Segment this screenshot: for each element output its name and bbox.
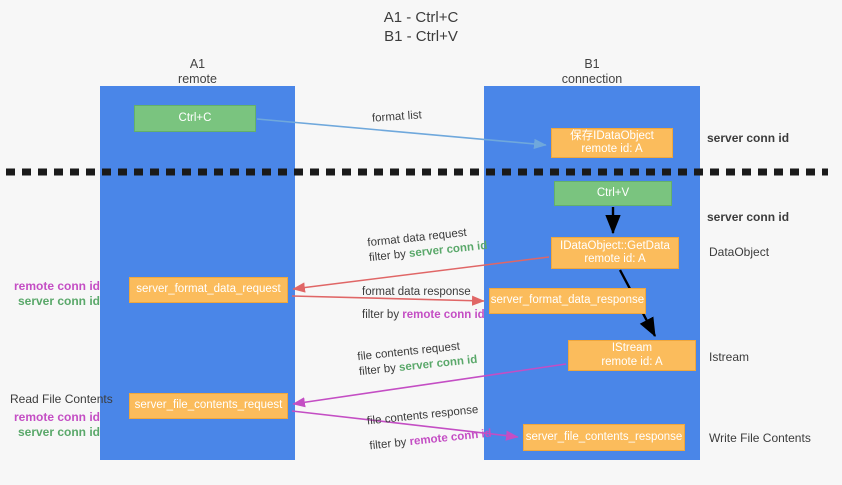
lane-header-a1: A1 remote — [100, 57, 295, 87]
caption-format-data-response: format data response filter by remote co… — [362, 285, 485, 323]
label-left-server-conn-id-1: server conn id — [17, 294, 100, 308]
label-right-server-conn-id-1: server conn id — [707, 131, 790, 145]
box-server-file-contents-request[interactable]: server_file_contents_request — [129, 393, 288, 419]
label-left-remote-conn-id-2: remote conn id — [13, 410, 100, 424]
box-istream-label: IStream — [611, 342, 653, 354]
filter-prefix: filter by — [368, 436, 411, 453]
box-idataobject-getdata-label: IDataObject::GetData — [560, 239, 670, 252]
lane-a1-sub: remote — [178, 72, 217, 86]
box-save-idataobject-label: 保存IDataObject — [570, 129, 654, 142]
box-server-format-data-response[interactable]: server_format_data_response — [489, 288, 646, 314]
label-left-remote-conn-id-1: remote conn id — [13, 279, 100, 293]
filter-remote-conn-id: remote conn id — [402, 309, 485, 321]
box-ctrl-v[interactable]: Ctrl+V — [554, 181, 672, 206]
page-title: A1 - Ctrl+C B1 - Ctrl+V — [0, 8, 842, 46]
caption-file-contents-response-filter: filter by remote conn id — [369, 427, 493, 455]
box-ctrl-c-label: Ctrl+C — [178, 111, 212, 124]
filter-prefix: filter by — [358, 361, 400, 379]
lane-b1-sub: connection — [561, 72, 623, 86]
label-left-server-conn-id-2: server conn id — [17, 425, 100, 439]
box-ctrl-c[interactable]: Ctrl+C — [134, 105, 256, 132]
box-save-idataobject-sublabel: remote id: A — [581, 143, 643, 155]
label-right-server-conn-id-2: server conn id — [707, 210, 790, 224]
lane-b1-name: B1 — [584, 57, 600, 71]
label-left-conn-ids-2: remote conn id server conn id — [10, 410, 100, 440]
box-save-idataobject[interactable]: 保存IDataObject remote id: A — [551, 128, 673, 158]
label-dataobject: DataObject — [709, 245, 770, 259]
box-server-format-data-request-label: server_format_data_request — [136, 283, 281, 296]
lane-a1-name: A1 — [189, 57, 206, 71]
box-idataobject-getdata-sublabel: remote id: A — [584, 253, 646, 265]
label-write-file-contents: Write File Contents — [709, 431, 811, 445]
caption-format-list: format list — [372, 108, 423, 126]
filter-remote-conn-id: remote conn id — [409, 427, 493, 449]
caption-format-data-request: format data request filter by server con… — [367, 224, 488, 266]
box-server-format-data-request[interactable]: server_format_data_request — [129, 277, 288, 303]
box-server-file-contents-request-label: server_file_contents_request — [134, 399, 283, 412]
caption-file-contents-response-line: file contents response — [366, 403, 479, 428]
filter-prefix: filter by — [368, 247, 410, 265]
caption-format-data-response-filter: filter by remote conn id — [362, 308, 485, 323]
filter-prefix: filter by — [362, 309, 403, 321]
caption-file-contents-response: file contents response filter by remote … — [366, 402, 492, 455]
title-line-2: B1 - Ctrl+V — [384, 28, 458, 45]
box-istream-sublabel: remote id: A — [601, 355, 663, 368]
box-idataobject-getdata[interactable]: IDataObject::GetData remote id: A — [551, 237, 679, 269]
lane-header-b1: B1 connection — [484, 57, 700, 87]
box-server-file-contents-response-label: server_file_contents_response — [525, 430, 683, 443]
label-istream: Istream — [709, 350, 750, 364]
label-left-conn-ids-1: remote conn id server conn id — [10, 279, 100, 309]
caption-format-list-line: format list — [371, 109, 423, 125]
label-read-file-contents: Read File Contents — [10, 392, 113, 406]
caption-format-data-response-line: format data response — [362, 286, 471, 298]
title-line-1: A1 - Ctrl+C — [383, 9, 459, 26]
box-server-file-contents-response[interactable]: server_file_contents_response — [523, 424, 685, 451]
box-istream[interactable]: IStream remote id: A — [568, 340, 696, 371]
caption-file-contents-request: file contents request filter by server c… — [357, 338, 478, 380]
box-ctrl-v-label: Ctrl+V — [596, 186, 630, 199]
box-server-format-data-response-label: server_format_data_response — [490, 294, 645, 307]
